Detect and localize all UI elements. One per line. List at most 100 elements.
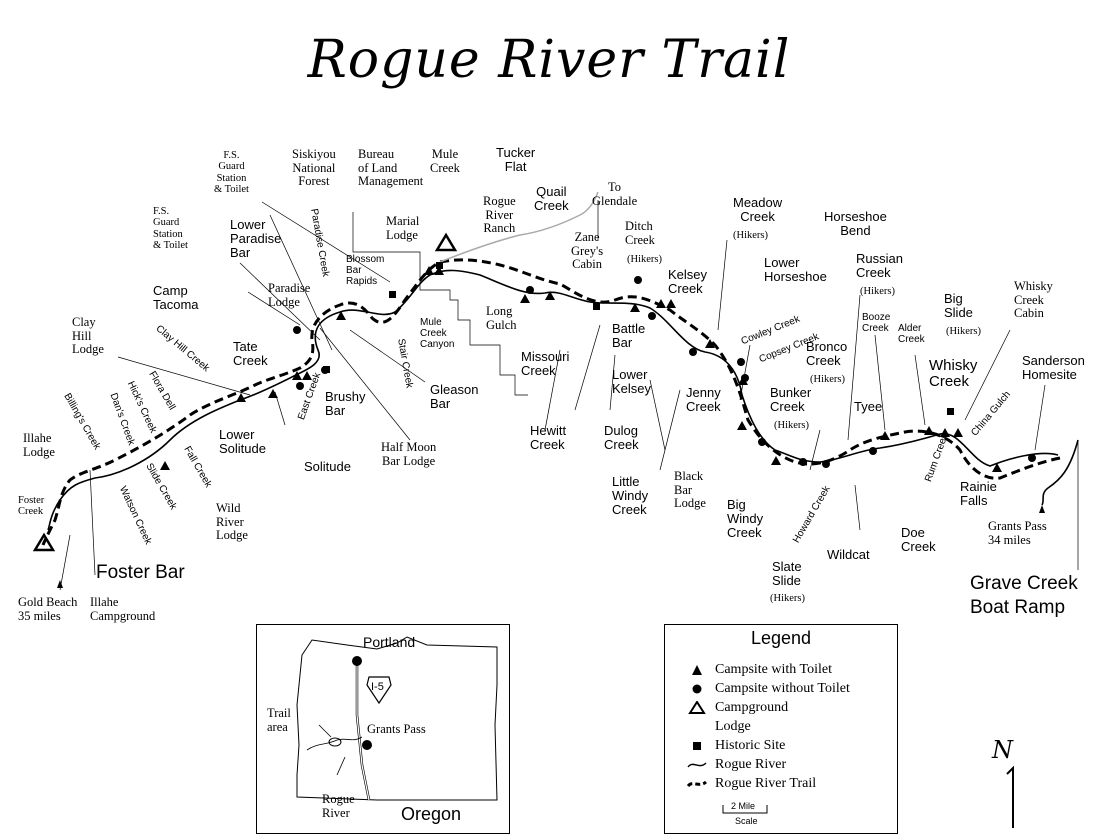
campsite-triangle (434, 266, 444, 275)
slate-hikers-label: (Hikers) (770, 593, 805, 604)
whisky-creek-label: Whisky Creek (929, 357, 978, 391)
half-moon-bar-lodge-label: Half Moon Bar Lodge (381, 440, 437, 468)
campsite-triangle (424, 266, 434, 275)
inset-rogue-river-label: Rogue River (322, 792, 355, 820)
filled-square-icon (687, 739, 707, 753)
north-letter: N (992, 736, 1013, 764)
rogue-river-arrow-icon (336, 756, 346, 776)
oregon-outline (296, 636, 498, 801)
legend-item-label: Lodge (715, 719, 751, 734)
jenny-creek-label: Jenny Creek (686, 385, 721, 415)
gleason-bar-label: Gleason Bar (430, 382, 479, 412)
rainie-falls-label: Rainie Falls (960, 479, 997, 509)
campsite-circle (648, 312, 656, 320)
inset-oregon-label: Oregon (401, 804, 462, 824)
dashed-line-icon (686, 777, 707, 791)
open-triangle-icon (687, 700, 707, 715)
inset-portland-label: Portland (363, 634, 416, 650)
campsite-triangle (336, 311, 346, 320)
leader-lines (59, 200, 1079, 591)
big-slide-hikers-label: (Hikers) (946, 326, 981, 337)
campsite-circle (526, 286, 534, 294)
battle-bar-label: Battle Bar (612, 321, 646, 351)
campsite-circle (1028, 454, 1036, 462)
camp-tacoma-label: Camp Tacoma (153, 283, 199, 313)
tucker-flat-label: Tucker Flat (496, 145, 536, 175)
scale-label: Scale (735, 816, 758, 826)
land-boundary (352, 212, 528, 396)
campsite-triangle (705, 339, 715, 348)
quail-creek-label: Quail Creek (534, 184, 569, 214)
fs-guard-station-2-label: F.S. Guard Station & Toilet (153, 206, 188, 251)
wildcat-label: Wildcat (827, 547, 870, 562)
big-windy-creek-label: Big Windy Creek (727, 497, 764, 541)
campsite-triangle (630, 303, 640, 312)
legend-title: Legend (750, 628, 812, 648)
rogue-river-ranch-label: Rogue River Ranch (483, 194, 516, 235)
i5-highway-inner (356, 661, 370, 801)
lower-horseshoe-label: Lower Horseshoe (764, 255, 827, 285)
ditch-creek-label: Ditch Creek (625, 219, 655, 247)
fs-guard-station-label: F.S. Guard Station & Toilet (214, 150, 249, 195)
russian-hikers-label: (Hikers) (860, 286, 895, 297)
campgrounds (32, 232, 458, 552)
clay-hill-lodge-label: Clay Hill Lodge (72, 315, 104, 356)
russian-creek-label: Russian Creek (856, 251, 903, 281)
campsite-triangle (992, 463, 1002, 472)
historic-square (323, 366, 330, 373)
mule-creek-label: Mule Creek (430, 147, 460, 175)
campsite-circle (869, 447, 877, 455)
campsite-triangle (268, 389, 278, 398)
brushy-bar-label: Brushy Bar (325, 389, 366, 419)
illahe-lodge-label: Illahe Lodge (23, 431, 55, 459)
little-windy-creek-label: Little Windy Creek (612, 474, 649, 518)
legend-blank-symbol (687, 720, 707, 734)
campsite-triangle (656, 299, 666, 308)
whisky-creek-cabin-label: Whisky Creek Cabin (1014, 279, 1053, 320)
wild-river-lodge-label: Wild River Lodge (216, 501, 248, 542)
campsites-with-toilet (160, 266, 1002, 472)
meadow-hikers-label: (Hikers) (733, 230, 768, 241)
slate-slide-label: Slate Slide (772, 559, 802, 589)
solitude-label: Solitude (304, 459, 351, 474)
paradise-lodge-label: Paradise Lodge (268, 281, 311, 309)
foster-creek-label: Foster Creek (18, 495, 45, 518)
bunker-hikers-label: (Hikers) (774, 420, 809, 431)
legend-item-label: Rogue River Trail (715, 776, 817, 791)
dulog-creek-label: Dulog Creek (604, 423, 639, 453)
portland-dot (352, 656, 362, 666)
campground-triangle (434, 232, 458, 252)
historic-square (436, 262, 443, 269)
booze-creek-label: Booze Creek (862, 312, 891, 334)
historic-square (947, 408, 954, 415)
legend-item-label: Campground (715, 700, 789, 715)
inset-grants-pass-label: Grants Pass (367, 722, 426, 736)
filled-circle-icon (687, 682, 707, 696)
grants-pass-34-label: Grants Pass 34 miles (988, 519, 1047, 547)
legend-item-label: Campsite without Toilet (715, 681, 850, 696)
tate-creek-label: Tate Creek (233, 339, 268, 369)
campsite-triangle (940, 428, 950, 437)
siskiyou-forest-label: Siskiyou National Forest (292, 147, 336, 188)
arrow-grants-pass (1039, 505, 1045, 513)
historic-sites (323, 262, 954, 415)
inset-trail-area-label: Trail area (267, 706, 291, 734)
bronco-hikers-label: (Hikers) (810, 374, 845, 385)
lower-paradise-bar-label: Lower Paradise Bar (230, 217, 282, 261)
campsite-triangle (292, 371, 302, 380)
bunker-creek-label: Bunker Creek (770, 385, 812, 415)
inset-i5-label: I-5 (371, 681, 384, 693)
zane-greys-cabin-label: Zane Grey's Cabin (571, 230, 604, 271)
grave-creek-boat-ramp-label: Grave Creek Boat Ramp (970, 573, 1078, 618)
legend-item-lodge: Lodge (687, 719, 751, 735)
campsite-circle (822, 460, 830, 468)
campsite-circle (741, 374, 749, 382)
campsite-triangle (520, 294, 530, 303)
road-to-glendale (439, 191, 599, 263)
campsite-circle (634, 276, 642, 284)
rogue-river-line (47, 269, 1079, 531)
campsite-triangle (545, 291, 555, 300)
campsite-triangle (771, 456, 781, 465)
mule-creek-canyon-label: Mule Creek Canyon (420, 317, 455, 350)
